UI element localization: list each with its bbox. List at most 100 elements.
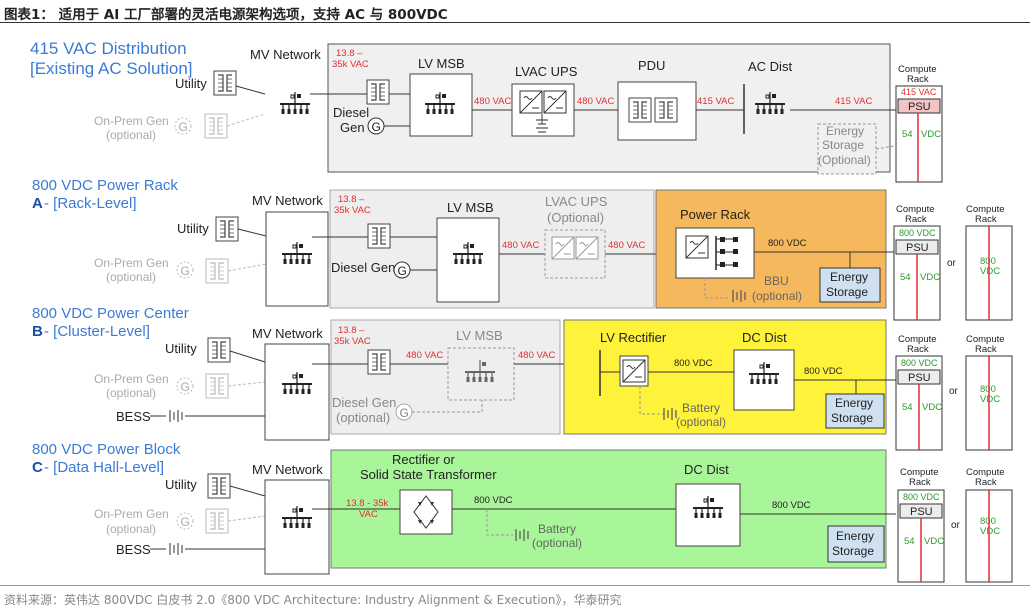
row4-rectifier-bridge-icon bbox=[413, 495, 439, 529]
title-rule bbox=[0, 22, 1030, 23]
row3-onprem-label: On-Prem Gen bbox=[94, 372, 169, 386]
row3-800vdc-2: 800 VDC bbox=[804, 366, 843, 377]
row2-rack-b-800: 800 bbox=[980, 256, 996, 267]
row4-utility-transformer-icon bbox=[207, 473, 231, 499]
row1-mv-voltage-1: 13.8 – bbox=[336, 48, 363, 59]
row-power-center: 800 VDC Power Center B - [Cluster-Level]… bbox=[32, 305, 1013, 451]
row2-mv-voltage-2: 35k VAC bbox=[334, 205, 371, 216]
row2-mv-network-label: MV Network bbox=[252, 193, 323, 208]
row3-storage-label: Storage bbox=[831, 411, 873, 425]
row3-energy-storage-box bbox=[825, 393, 885, 429]
source-rule bbox=[0, 585, 1030, 586]
row4-mv-voltage-inline: 13.8 - 35k bbox=[346, 498, 388, 509]
row2-mv-transformer-icon bbox=[367, 223, 391, 249]
row3-rectifier-icon bbox=[622, 359, 646, 383]
row3-mv-voltage-1: 13.8 – bbox=[338, 325, 365, 336]
row2-energy-storage-box bbox=[819, 267, 881, 303]
row1-480vac-1: 480 VAC bbox=[474, 96, 511, 107]
row1-storage-label: Storage bbox=[822, 138, 864, 152]
row1-vdc-label: VDC bbox=[921, 129, 941, 140]
row4-storage-label: Storage bbox=[832, 544, 874, 558]
row3-onprem-optional: (optional) bbox=[106, 386, 156, 400]
row4-rectifier-box bbox=[399, 489, 453, 535]
row1-gen-label: Gen bbox=[340, 120, 365, 135]
row2-compute-label: Compute bbox=[896, 204, 935, 215]
row1-mv-voltage-2: 35k VAC bbox=[332, 59, 369, 70]
row3-rack-b-vdc: VDC bbox=[980, 394, 1000, 405]
row1-mv-bus-icon bbox=[279, 91, 311, 115]
row1-ups-converter-icon-2 bbox=[543, 90, 567, 114]
row4-compute-label: Compute bbox=[900, 467, 939, 478]
row-415vac: 415 VAC Distribution [Existing AC Soluti… bbox=[30, 39, 943, 183]
row4-psu-label: PSU bbox=[910, 506, 933, 518]
row2-bbu-optional: (optional) bbox=[752, 289, 802, 303]
row2-mv-voltage-1: 13.8 – bbox=[338, 194, 365, 205]
row2-psu-label: PSU bbox=[906, 242, 929, 254]
row3-battery-optional: (optional) bbox=[676, 415, 726, 429]
row3-lv-msb-label: LV MSB bbox=[456, 328, 503, 343]
row3-compute-label: Compute bbox=[898, 334, 937, 345]
row2-800vdc: 800 VDC bbox=[768, 238, 807, 249]
row1-diesel-label: Diesel bbox=[333, 105, 369, 120]
row2-480vac-1: 480 VAC bbox=[502, 240, 539, 251]
row1-title: 415 VAC Distribution bbox=[30, 39, 187, 58]
row2-compute-label-b: Compute bbox=[966, 204, 1005, 215]
row4-dc-dist-label: DC Dist bbox=[684, 462, 729, 477]
row4-54-label: 54 bbox=[904, 536, 915, 547]
row3-onprem-g-icon: G bbox=[181, 380, 190, 394]
row4-bess-label: BESS bbox=[116, 542, 151, 557]
row3-diesel-gen-label: Diesel Gen bbox=[332, 395, 396, 410]
row4-onprem-optional: (optional) bbox=[106, 522, 156, 536]
row1-onprem-g-icon: G bbox=[179, 120, 188, 134]
row3-rack-800vdc: 800 VDC bbox=[901, 358, 938, 368]
row2-lvac-ups-label: LVAC UPS bbox=[545, 194, 608, 209]
row1-pdu-transformer-icon-1 bbox=[628, 97, 652, 123]
row4-mv-vac: VAC bbox=[359, 509, 378, 520]
row1-utility-label: Utility bbox=[175, 76, 207, 91]
row2-54-label: 54 bbox=[900, 272, 911, 283]
row4-mv-network-label: MV Network bbox=[252, 462, 323, 477]
row4-energy-label: Energy bbox=[836, 529, 874, 543]
row1-ups-converter-icon-1 bbox=[519, 90, 543, 114]
row3-rack-label-b: Rack bbox=[975, 344, 997, 355]
source-note: 资料来源：英伟达 800VDC 白皮书 2.0《800 VDC Architec… bbox=[4, 593, 622, 607]
row3-bess-battery-icon bbox=[169, 409, 183, 423]
row2-ups-converter-icon-2 bbox=[575, 236, 599, 260]
row3-bess-label: BESS bbox=[116, 409, 151, 424]
row2-rack-label: Rack bbox=[905, 214, 927, 225]
row3-prefix: B bbox=[32, 323, 43, 340]
row-power-block: 800 VDC Power Block C - [Data Hall-Level… bbox=[32, 441, 1013, 583]
row4-title: 800 VDC Power Block bbox=[32, 441, 181, 458]
row1-onprem-optional: (optional) bbox=[106, 128, 156, 142]
row3-diesel-optional: (optional) bbox=[336, 410, 390, 425]
row1-diesel-g-icon: G bbox=[372, 120, 381, 134]
row3-battery-label: Battery bbox=[682, 401, 720, 415]
row3-800vdc-1: 800 VDC bbox=[674, 358, 713, 369]
row2-power-rack-label: Power Rack bbox=[680, 207, 751, 222]
row2-storage-label: Storage bbox=[826, 285, 868, 299]
row4-vdc-label: VDC bbox=[924, 536, 944, 547]
row3-energy-label: Energy bbox=[835, 396, 873, 410]
row3-54-label: 54 bbox=[902, 402, 913, 413]
row4-utility-label: Utility bbox=[165, 477, 197, 492]
row-power-rack: 800 VDC Power Rack A - [Rack-Level] Util… bbox=[32, 177, 1013, 321]
row2-or-label: or bbox=[947, 258, 957, 269]
row3-480vac-2: 480 VAC bbox=[518, 350, 555, 361]
row2-ups-converter-icon-1 bbox=[551, 236, 575, 260]
row1-psu-label: PSU bbox=[908, 101, 931, 113]
row1-compute-label: Compute bbox=[898, 64, 937, 75]
row4-battery-label: Battery bbox=[538, 522, 576, 536]
row3-gray-box bbox=[330, 319, 561, 435]
row4-onprem-label: On-Prem Gen bbox=[94, 507, 169, 521]
row1-ac-dist-label: AC Dist bbox=[748, 59, 792, 74]
row4-rack-b-800: 800 bbox=[980, 516, 996, 527]
row2-utility-transformer-icon bbox=[215, 216, 239, 242]
row3-dc-dist-label: DC Dist bbox=[742, 330, 787, 345]
row4-800vdc-1: 800 VDC bbox=[474, 495, 513, 506]
row4-prefix: C bbox=[32, 459, 43, 476]
row1-utility-transformer-icon bbox=[213, 70, 237, 96]
row4-rectifier-or-label: Rectifier or bbox=[392, 452, 456, 467]
row1-psu-box bbox=[897, 98, 941, 114]
row1-mv-transformer-icon bbox=[366, 79, 390, 105]
row3-or-label: or bbox=[949, 386, 959, 397]
